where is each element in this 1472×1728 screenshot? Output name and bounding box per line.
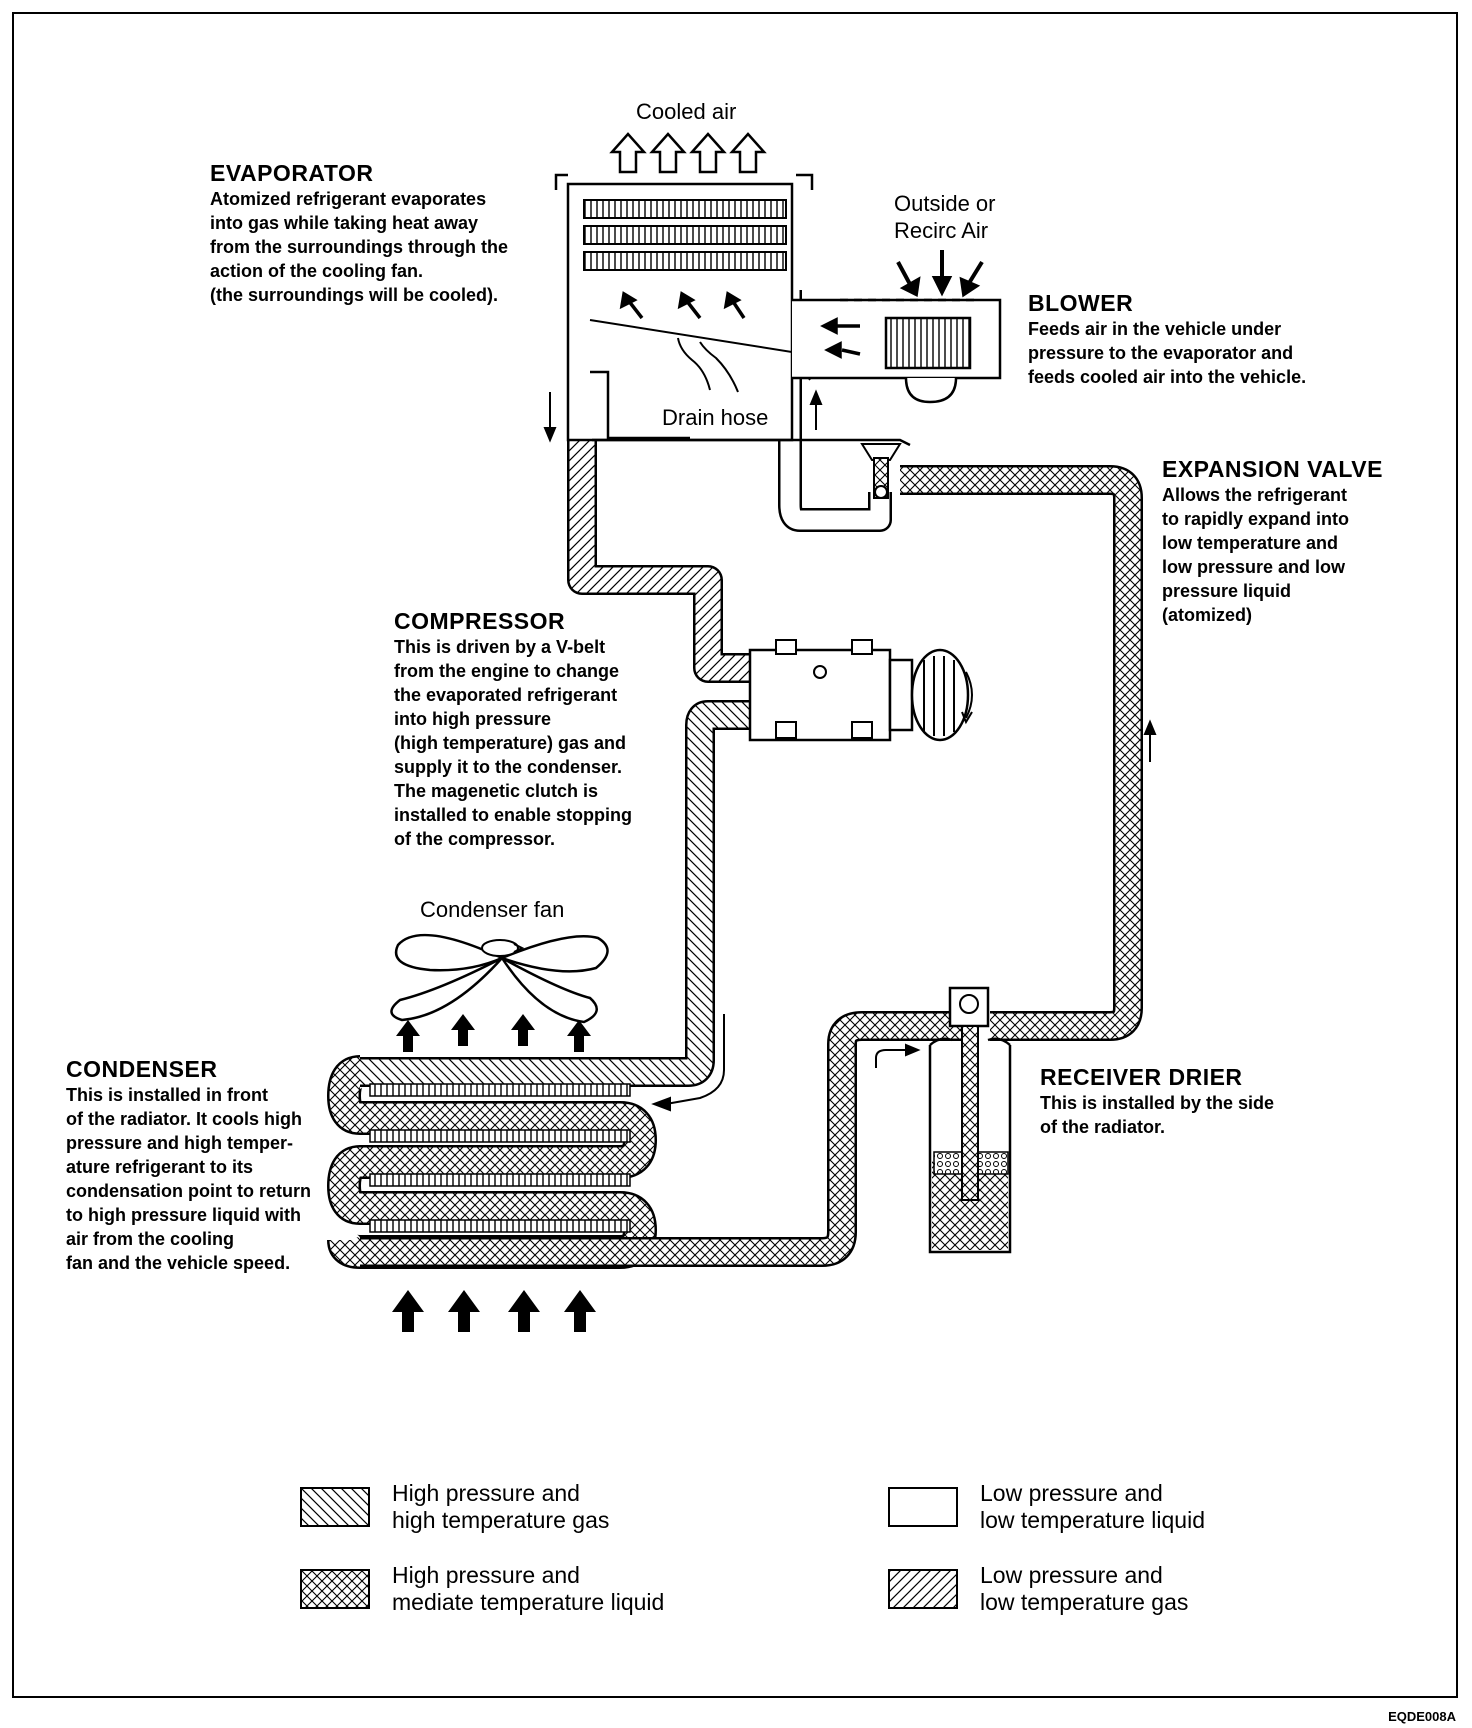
blower-description: BLOWER Feeds air in the vehicle under pr… — [1028, 290, 1306, 389]
condenser-fan — [390, 933, 609, 1024]
expansion-valve-title: EXPANSION VALVE — [1162, 456, 1383, 482]
ram-air-arrows — [392, 1290, 596, 1332]
expansion-valve — [860, 443, 902, 499]
evaporator-title: EVAPORATOR — [210, 160, 374, 186]
legend-text-lp-gas: Low pressure and low temperature gas — [980, 1562, 1189, 1615]
blower-title: BLOWER — [1028, 290, 1134, 316]
receiver-drier-title: RECEIVER DRIER — [1040, 1064, 1243, 1090]
compressor-title: COMPRESSOR — [394, 608, 566, 634]
cooled-air-arrows — [609, 132, 767, 174]
intake-air-arrows — [896, 250, 984, 298]
figure-frame — [12, 12, 1458, 1698]
condenser-title: CONDENSER — [66, 1056, 218, 1082]
liquid-line-2 — [900, 465, 1143, 1041]
cooled-air-label: Cooled air — [636, 99, 737, 124]
blower-text: Feeds air in the vehicle under pressure … — [1028, 319, 1307, 387]
figure-code: EQDE008A — [1388, 1709, 1456, 1724]
expansion-valve-description: EXPANSION VALVE Allows the refrigerant t… — [1162, 456, 1383, 627]
compressor-text: This is driven by a V-belt from the engi… — [394, 637, 633, 849]
legend-swatch-lp-liquid — [888, 1487, 958, 1527]
legend-swatch-hp-liquid — [300, 1569, 370, 1609]
evaporator-airflow-arrows — [619, 291, 746, 320]
condenser-tubes — [369, 1083, 631, 1233]
evaporator-text: Atomized refrigerant evaporates into gas… — [210, 189, 508, 305]
legend-text-hp-liquid: High pressure and mediate temperature li… — [392, 1562, 665, 1615]
blower-airflow-arrows — [820, 317, 861, 359]
outside-air-label: Outside or Recirc Air — [894, 191, 996, 243]
legend-lp-gas: Low pressure and low temperature gas — [888, 1562, 1188, 1616]
receiver-drier-text: This is installed by the side of the rad… — [1040, 1093, 1275, 1137]
receiver-drier — [928, 986, 1012, 1254]
condenser-text: This is installed in front of the radiat… — [66, 1085, 311, 1273]
flow-direction-arrows — [543, 389, 1157, 1112]
legend-swatch-lp-gas — [888, 1569, 958, 1609]
legend-lp-liquid: Low pressure and low temperature liquid — [888, 1480, 1205, 1534]
compressor-description: COMPRESSOR This is driven by a V-belt fr… — [394, 608, 632, 851]
expansion-valve-text: Allows the refrigerant to rapidly expand… — [1162, 485, 1350, 625]
legend-hp-liquid: High pressure and mediate temperature li… — [300, 1562, 664, 1616]
evaporator-description: EVAPORATOR Atomized refrigerant evaporat… — [210, 160, 508, 307]
condenser-fan-label: Condenser fan — [420, 897, 565, 922]
compressor-unit — [748, 639, 973, 742]
drain-hose-label: Drain hose — [662, 404, 769, 431]
fan-airflow-arrows — [396, 1014, 591, 1052]
condenser-description: CONDENSER This is installed in front of … — [66, 1056, 311, 1275]
receiver-drier-description: RECEIVER DRIER This is installed by the … — [1040, 1064, 1274, 1139]
blower-fan — [884, 316, 972, 404]
legend-text-lp-liquid: Low pressure and low temperature liquid — [980, 1480, 1206, 1533]
legend-text-hp-gas: High pressure and high temperature gas — [392, 1480, 610, 1533]
legend-swatch-hp-gas — [300, 1487, 370, 1527]
legend-hp-gas: High pressure and high temperature gas — [300, 1480, 609, 1534]
